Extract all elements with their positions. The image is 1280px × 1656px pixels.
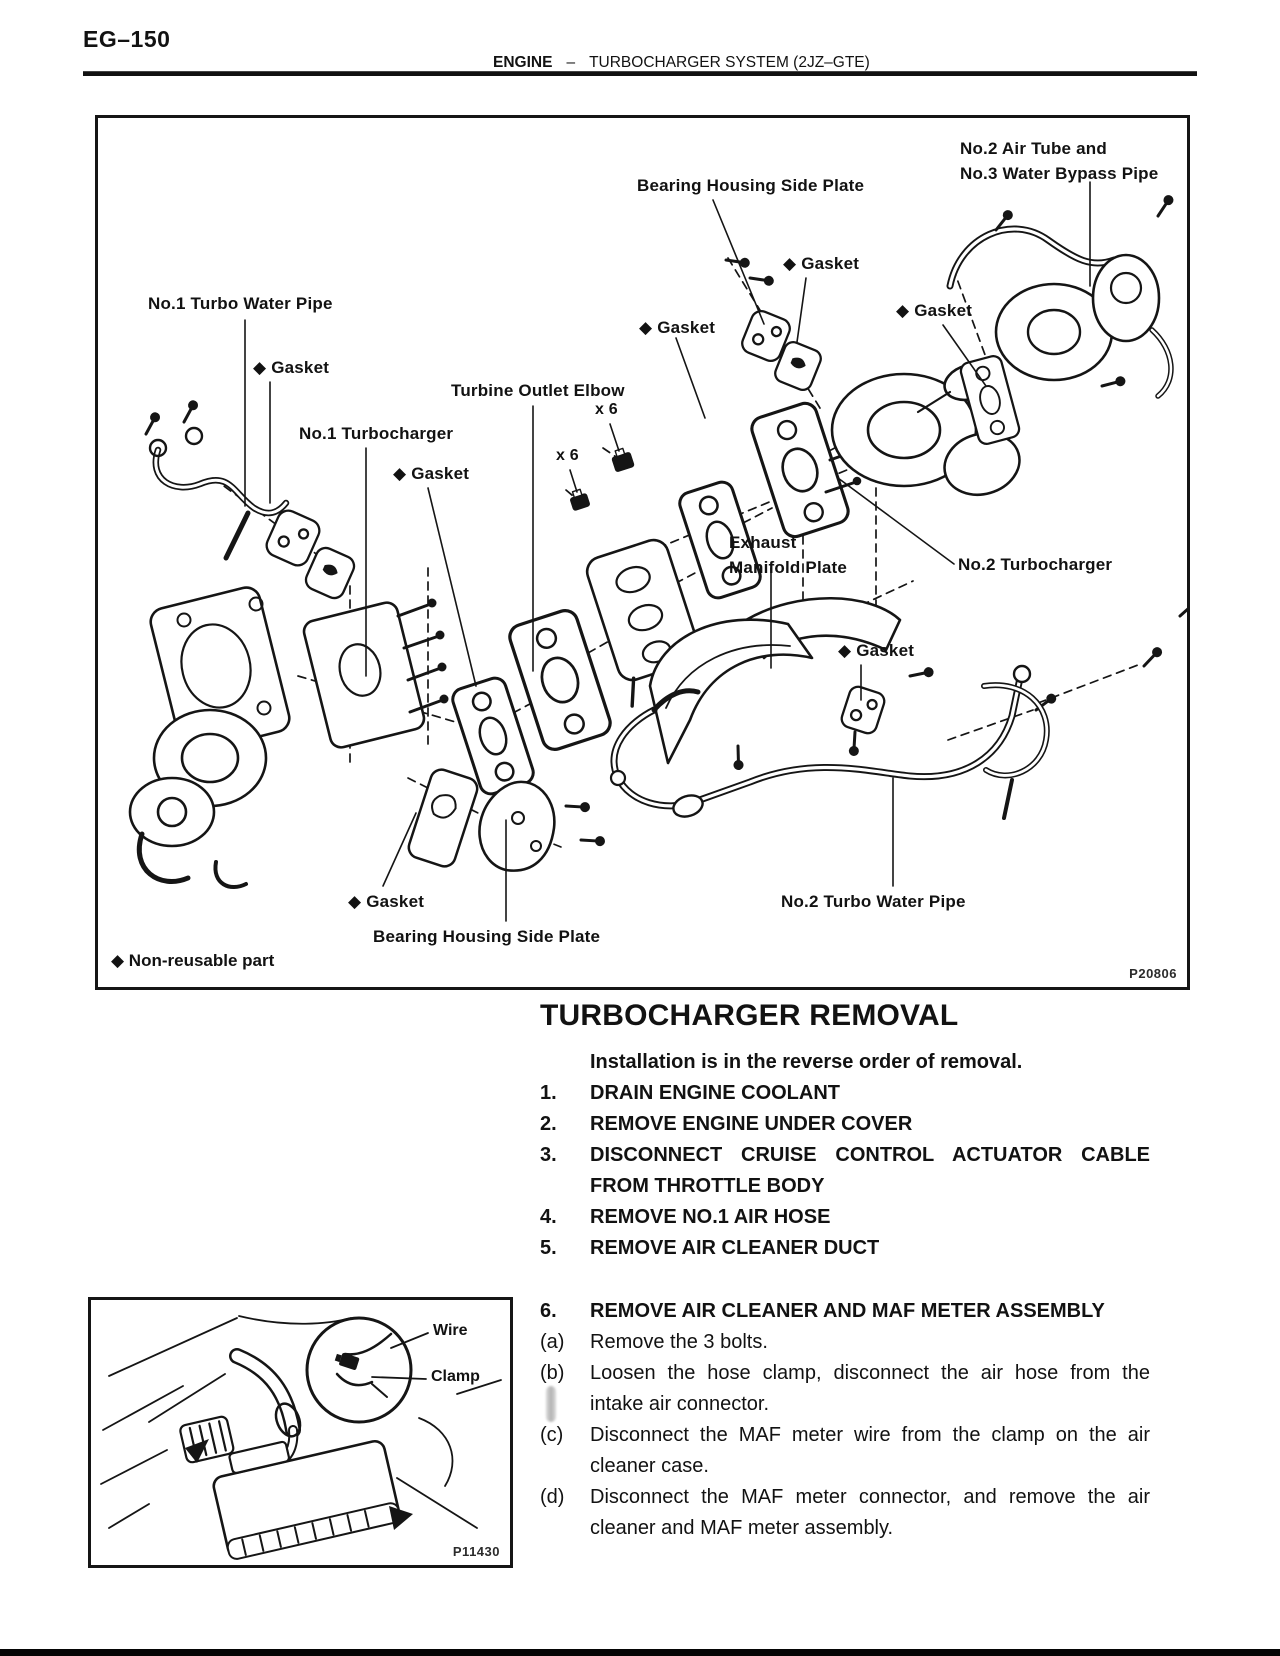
step-5-text: REMOVE AIR CLEANER DUCT [590, 1237, 880, 1259]
running-header-title: TURBOCHARGER SYSTEM (2JZ–GTE) [589, 54, 870, 71]
substep-a-number: (a) [540, 1331, 565, 1353]
scan-artifact [546, 1386, 556, 1422]
substep-d: (d) Disconnect the MAF meter connector, … [540, 1482, 1190, 1544]
scan-edge-bar [0, 1649, 1280, 1656]
label-gasket-top-center: ◆ Gasket [783, 254, 860, 273]
label-turbine-outlet-elbow: Turbine Outlet Elbow [451, 381, 625, 400]
section-gap [540, 1264, 1190, 1296]
label-no1-turbocharger: No.1 Turbocharger [299, 424, 454, 443]
label-no2-air-tube: No.2 Air Tube and No.3 Water Bypass Pipe [960, 139, 1159, 183]
label-gasket-center: ◆ Gasket [393, 464, 470, 483]
substep-a: (a) Remove the 3 bolts. [540, 1327, 1190, 1358]
label-wire: Wire [433, 1322, 468, 1339]
substep-d-number: (d) [540, 1486, 565, 1508]
step-2: 2. REMOVE ENGINE UNDER COVER [540, 1109, 1190, 1140]
step-3-text: DISCONNECT CRUISE CONTROL ACTUATOR CABLE… [590, 1144, 1150, 1197]
running-header: ENGINE–TURBOCHARGER SYSTEM (2JZ–GTE) [493, 54, 870, 72]
figure-code-main: P20806 [1129, 966, 1177, 981]
inset-figure-air-cleaner: Wire Clamp P11430 [88, 1297, 513, 1568]
label-x6-lower: x 6 [556, 447, 579, 464]
exploded-diagram-figure: No.1 Turbo Water Pipe ◆ Gasket Turbine O… [95, 115, 1190, 990]
label-clamp: Clamp [431, 1368, 480, 1385]
label-bearing-housing-side-plate-bottom: Bearing Housing Side Plate [373, 927, 601, 946]
exploded-diagram-drawing [128, 181, 1187, 922]
label-gasket-top-right: ◆ Gasket [896, 301, 973, 320]
label-no1-turbo-water-pipe: No.1 Turbo Water Pipe [148, 294, 333, 313]
running-header-section: ENGINE [493, 54, 553, 71]
step-6: 6. REMOVE AIR CLEANER AND MAF METER ASSE… [540, 1296, 1190, 1327]
step-5: 5. REMOVE AIR CLEANER DUCT [540, 1233, 1190, 1264]
step-4-text: REMOVE NO.1 AIR HOSE [590, 1206, 831, 1228]
step-6-number: 6. [540, 1300, 557, 1322]
substep-b-number: (b) [540, 1362, 565, 1384]
step-3-number: 3. [540, 1144, 557, 1166]
step-1-number: 1. [540, 1082, 557, 1104]
inset-figure-drawing [100, 1315, 502, 1560]
step-4-number: 4. [540, 1206, 557, 1228]
substep-a-text: Remove the 3 bolts. [590, 1331, 768, 1353]
label-gasket-left: ◆ Gasket [253, 358, 330, 377]
label-no2-turbo-water-pipe: No.2 Turbo Water Pipe [781, 892, 966, 911]
procedure-title: TURBOCHARGER REMOVAL [540, 999, 959, 1032]
procedure-section: TURBOCHARGER REMOVAL Installation is in … [540, 999, 1190, 1544]
substep-b-text: Loosen the hose clamp, disconnect the ai… [590, 1362, 1150, 1415]
procedure-subtitle: Installation is in the reverse order of … [590, 1051, 1023, 1073]
step-6-text: REMOVE AIR CLEANER AND MAF METER ASSEMBL… [590, 1300, 1105, 1322]
page-number: EG–150 [83, 26, 171, 52]
label-bearing-housing-side-plate-top: Bearing Housing Side Plate [637, 176, 865, 195]
step-2-text: REMOVE ENGINE UNDER COVER [590, 1113, 913, 1135]
step-3: 3. DISCONNECT CRUISE CONTROL ACTUATOR CA… [540, 1140, 1190, 1202]
label-gasket-mid-left: ◆ Gasket [639, 318, 716, 337]
substep-c-text: Disconnect the MAF meter wire from the c… [590, 1424, 1150, 1477]
step-4: 4. REMOVE NO.1 AIR HOSE [540, 1202, 1190, 1233]
label-gasket-bottom: ◆ Gasket [348, 892, 425, 911]
label-x6-upper: x 6 [595, 401, 618, 418]
figure-code-inset: P11430 [452, 1544, 500, 1559]
label-exhaust-manifold-plate: Exhaust Manifold Plate [729, 533, 848, 577]
step-1-text: DRAIN ENGINE COOLANT [590, 1082, 840, 1104]
substep-c: (c) Disconnect the MAF meter wire from t… [540, 1420, 1190, 1482]
header-rule [83, 71, 1197, 76]
running-header-separator: – [566, 54, 576, 71]
label-gasket-right: ◆ Gasket [838, 641, 915, 660]
label-no2-turbocharger: No.2 Turbocharger [958, 555, 1113, 574]
step-5-number: 5. [540, 1237, 557, 1259]
substep-b: (b) Loosen the hose clamp, disconnect th… [540, 1358, 1190, 1420]
substep-c-number: (c) [540, 1424, 564, 1446]
non-reusable-part-legend: ◆ Non-reusable part [111, 951, 275, 970]
step-1: 1. DRAIN ENGINE COOLANT [540, 1078, 1190, 1109]
substep-d-text: Disconnect the MAF meter connector, and … [590, 1486, 1150, 1539]
step-2-number: 2. [540, 1113, 557, 1135]
